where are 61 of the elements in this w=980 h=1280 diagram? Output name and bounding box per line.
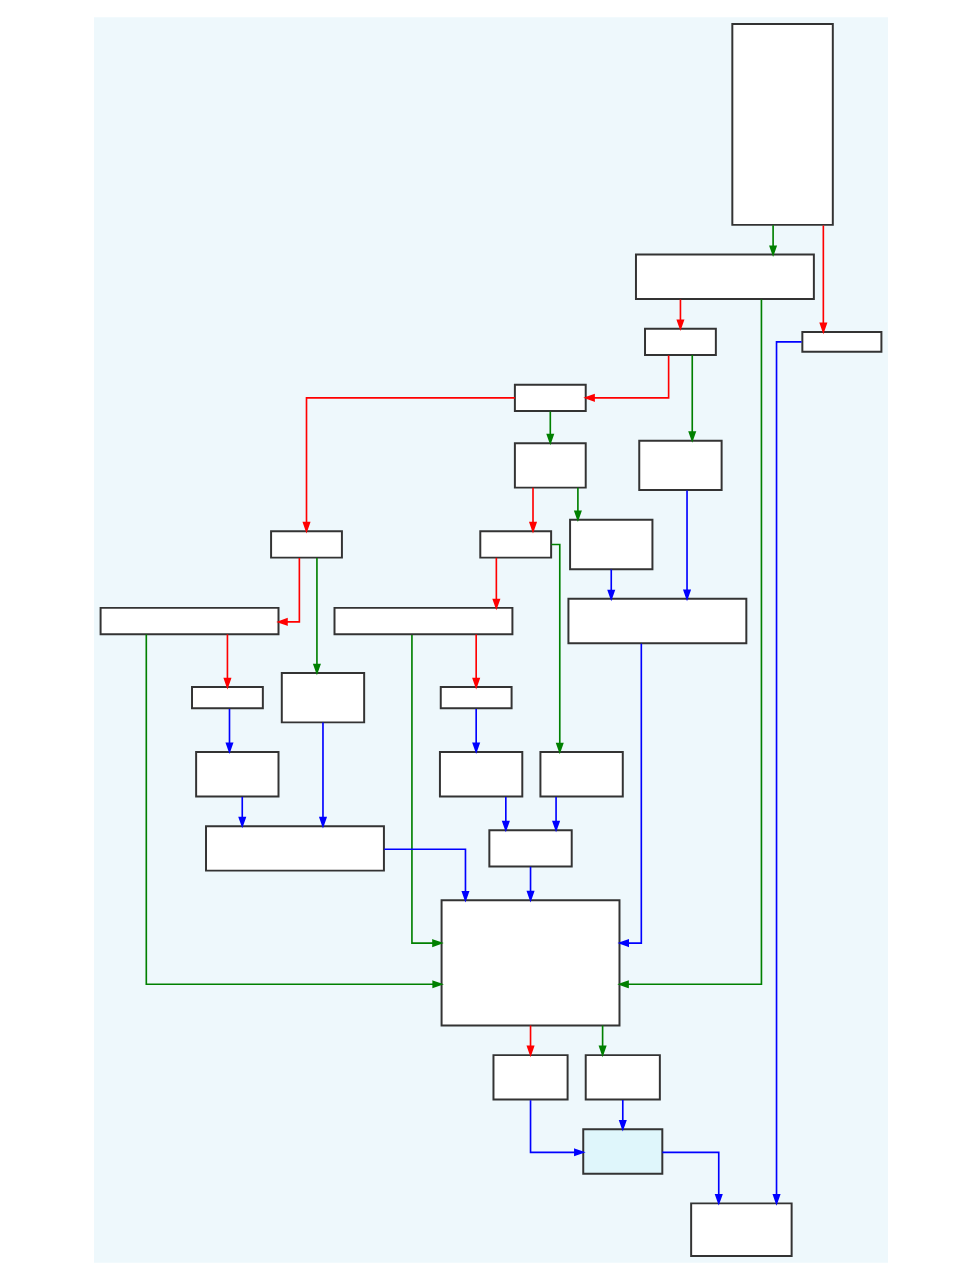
arrow [471,708,480,754]
arrow [301,397,515,534]
arrow [525,1024,534,1058]
node-box [689,1202,792,1258]
node-box [279,671,365,724]
arrow [527,487,537,534]
arrow [660,1151,722,1206]
arrow [525,865,534,903]
node-box [491,1054,568,1101]
node-box [538,751,623,798]
node-box [439,899,620,1027]
arrow [491,556,500,611]
node-box [568,518,653,571]
node-box [194,751,279,798]
arrow [606,568,615,602]
node-box [583,1054,660,1101]
arrow [222,633,231,690]
arrow [237,796,246,829]
arrow [551,796,560,833]
node-box [566,597,747,645]
node-box [487,829,572,868]
arrow [682,489,691,602]
arrow [471,633,480,690]
arrow [317,721,327,829]
node-box [800,330,882,353]
node-box [730,22,833,226]
arrow [771,341,802,1206]
node-box [437,751,523,798]
arrow [410,634,443,948]
arrow [768,224,777,257]
arrow [144,633,443,989]
node-box [190,685,263,710]
arrow [572,487,581,522]
node-box [637,439,722,492]
arrow [382,848,469,903]
arrow [675,298,684,331]
arrow [545,410,554,446]
node-box [98,606,279,636]
arrow [687,354,696,443]
node-box [269,530,342,559]
node-box [512,383,586,412]
node-box [332,606,513,636]
node-box [633,253,814,300]
arrow [616,298,762,989]
arrow [275,557,300,626]
arrow [549,543,563,755]
node-box [512,442,586,489]
node-box [204,825,384,872]
arrow [818,224,827,335]
arrow [500,796,509,833]
arrow [597,1024,606,1058]
arrow [224,708,233,754]
node-box [438,685,512,710]
arrow [617,1099,626,1132]
node-box [581,1128,663,1175]
node-box [478,530,552,559]
arrow [528,1099,585,1157]
arrow [616,642,642,948]
arrow [311,557,320,676]
arrow [582,354,669,402]
node-box [643,327,716,356]
